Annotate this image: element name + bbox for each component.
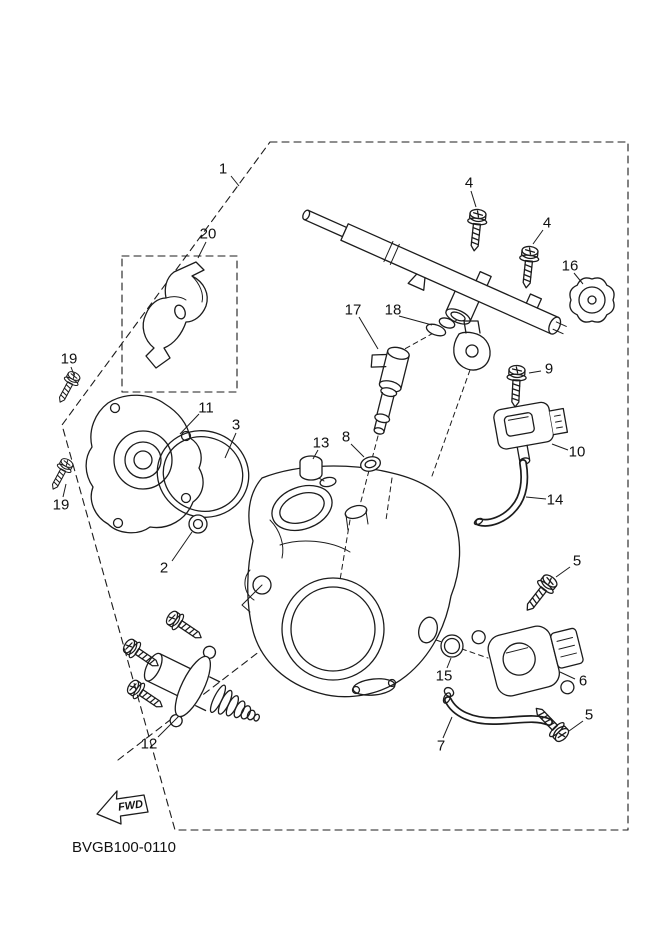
part-10-sensor: [493, 401, 569, 465]
callout-label-4b: 4: [543, 215, 551, 232]
callout-leader-6: [559, 671, 576, 680]
callout-leader-11: [179, 413, 200, 435]
callout-label-19b: 19: [53, 497, 70, 514]
callout-label-5a: 5: [573, 553, 581, 570]
part-16-cap: [569, 277, 615, 323]
callout-label-2: 2: [160, 560, 168, 577]
assembly-boundary: [61, 141, 629, 831]
part-4-screw-b: [516, 244, 541, 290]
bracket-boundary-box: [121, 255, 238, 393]
part-20-bracket: [142, 261, 208, 369]
callout-label-11: 11: [198, 400, 214, 417]
part-4-screw-a: [464, 207, 489, 253]
callout-label-18: 18: [385, 302, 402, 319]
fwd-label: FWD: [117, 798, 144, 813]
callout-leader-18: [398, 315, 433, 326]
part-1-throttle-body: [241, 369, 489, 698]
part-2-seal: [188, 514, 208, 534]
callout-leader-12: [157, 715, 180, 738]
diagram-code: BVGB100-0110: [72, 839, 176, 856]
fwd-arrow: [96, 790, 149, 825]
valve-screw-b: [123, 676, 168, 715]
callout-label-17: 17: [345, 302, 362, 319]
callout-leader-4a: [470, 190, 477, 208]
callout-leader-3: [224, 432, 237, 459]
callout-label-6: 6: [579, 673, 587, 690]
part-17-injector: [370, 346, 410, 435]
part-7-pipe: [442, 692, 553, 726]
callout-leader-14: [525, 496, 547, 500]
diagram-lineart: [45, 141, 629, 831]
part-12-valve: [143, 645, 260, 728]
callout-label-14: 14: [547, 492, 564, 509]
callout-leader-10: [551, 443, 569, 451]
part-15-oring: [440, 634, 464, 658]
part-6-sensor: [471, 625, 584, 697]
callout-label-15: 15: [436, 668, 453, 685]
part-14-hose: [473, 459, 529, 527]
callout-label-8: 8: [342, 429, 350, 446]
callout-leader-9: [528, 370, 542, 374]
callout-label-1: 1: [219, 161, 227, 178]
callout-leader-19a: [70, 366, 75, 376]
part-19-screw-a: [52, 368, 83, 407]
callout-leader-19b: [62, 483, 67, 498]
fuel-rail: [302, 209, 567, 335]
callout-label-3: 3: [232, 417, 240, 434]
callout-leader-20: [197, 241, 207, 259]
callout-leader-13: [312, 449, 319, 460]
callout-label-7: 7: [437, 738, 445, 755]
part-5-screw-a: [519, 570, 561, 617]
callout-leader-2: [171, 531, 193, 562]
callout-leader-1: [230, 175, 240, 187]
callout-leader-7: [442, 716, 453, 739]
callout-label-10: 10: [569, 444, 586, 461]
callout-leader-15: [446, 657, 452, 669]
callout-leader-5b: [568, 720, 584, 732]
part-18-washers: [400, 317, 458, 352]
callout-label-9: 9: [545, 361, 553, 378]
part-8-seal: [360, 456, 381, 472]
part-3-gasket: [156, 430, 250, 518]
part-11-cover: [85, 394, 204, 534]
callout-label-12: 12: [141, 736, 158, 753]
part-19-screw-b: [45, 455, 76, 494]
callout-leader-17: [358, 316, 379, 350]
callout-label-16: 16: [562, 258, 579, 275]
callout-label-5b: 5: [585, 707, 593, 724]
valve-screw-c: [162, 607, 207, 646]
callout-leader-16: [573, 272, 584, 285]
callout-label-13: 13: [313, 435, 330, 452]
callout-label-4a: 4: [465, 175, 473, 192]
callout-leader-5a: [555, 566, 571, 578]
rail-stay-bracket: [453, 320, 491, 371]
callout-leader-8: [350, 443, 365, 458]
callout-label-20: 20: [200, 226, 217, 243]
callout-leader-4b: [532, 229, 544, 245]
part-13-plug: [299, 455, 323, 481]
callout-label-19a: 19: [61, 351, 78, 368]
part-9-screw: [504, 364, 528, 409]
